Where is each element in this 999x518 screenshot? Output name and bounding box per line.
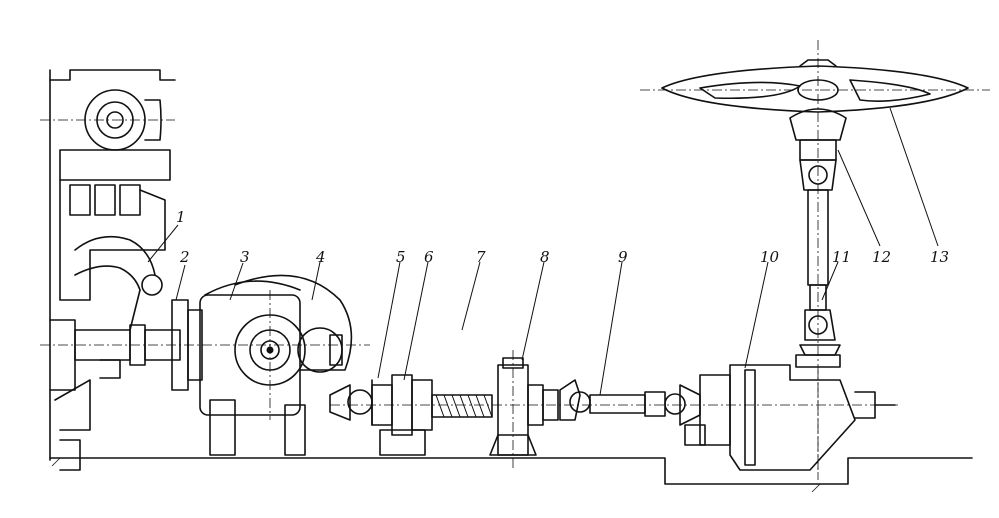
floor-line [49, 457, 973, 493]
callout-7: 7 [476, 248, 486, 266]
screw-shaft-part-7 [330, 394, 900, 418]
callout-4: 4 [315, 248, 326, 266]
reducer-part-3 [199, 280, 306, 456]
steering-gearbox-part-10 [684, 364, 896, 471]
leader-lines [147, 107, 939, 396]
callout-6: 6 [424, 248, 434, 266]
callout-13: 13 [930, 248, 949, 266]
callout-12: 12 [872, 248, 891, 266]
coupling-part-2 [171, 299, 203, 391]
callout-labels: 1 2 3 4 5 6 7 8 9 10 11 12 13 [176, 208, 949, 266]
callout-10: 10 [760, 248, 780, 266]
bearing-flange-part-6 [379, 374, 433, 456]
intake-pipe-part-1 [74, 235, 163, 331]
callout-3: 3 [240, 248, 250, 266]
callout-5: 5 [396, 248, 406, 266]
engine-output-shaft [40, 324, 370, 366]
callout-1: 1 [176, 208, 186, 226]
steering-wheel-part-13 [640, 59, 990, 113]
intermediate-bearing-part-8 [489, 350, 559, 470]
callout-2: 2 [179, 248, 190, 266]
universal-joint-part-5 [329, 379, 393, 426]
engine-block [40, 69, 176, 471]
callout-11: 11 [832, 248, 851, 266]
pump-housing-part-4 [234, 274, 353, 373]
steering-column [807, 40, 829, 480]
callout-9: 9 [618, 248, 628, 266]
cardan-shaft-part-9 [559, 379, 701, 426]
callout-8: 8 [540, 248, 550, 266]
upper-joint-part-12 [789, 108, 847, 191]
